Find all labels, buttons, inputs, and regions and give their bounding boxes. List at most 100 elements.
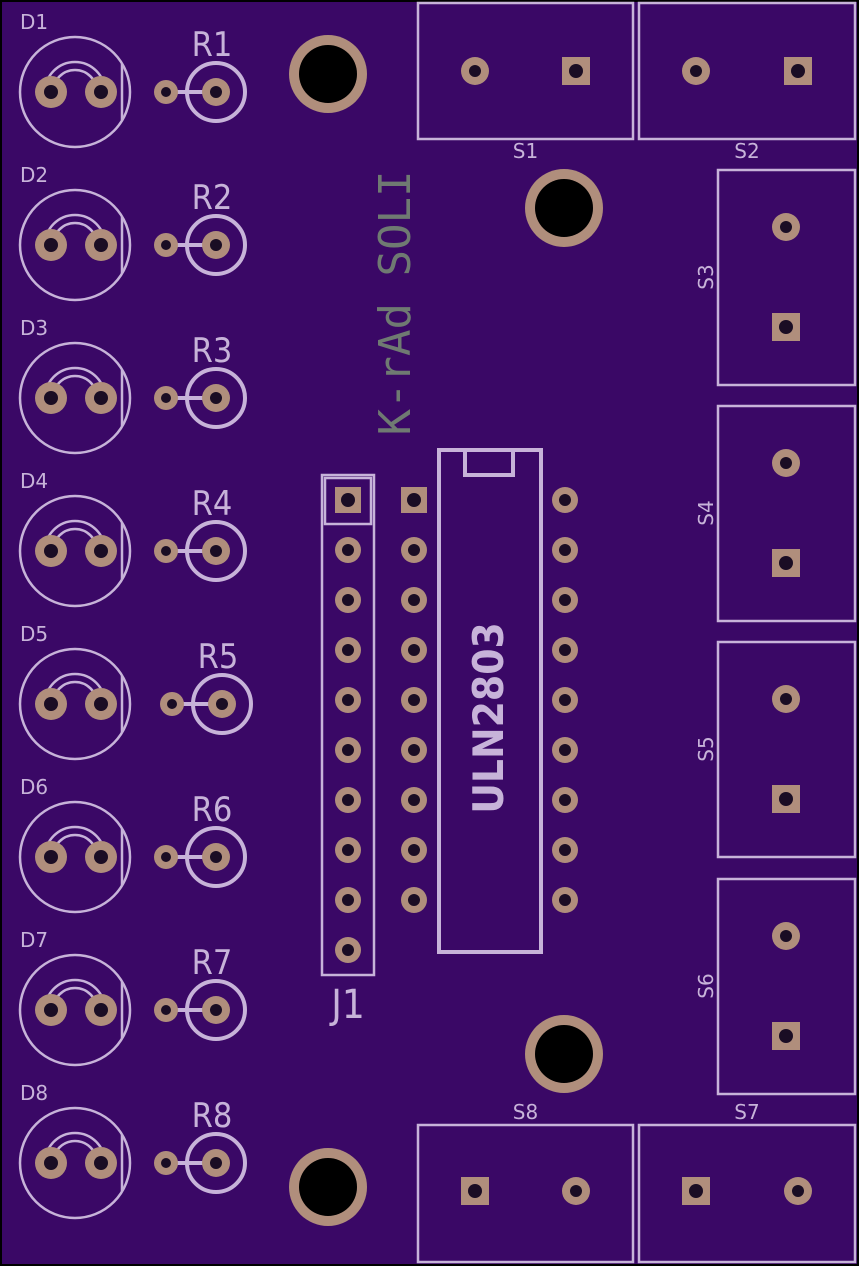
header-outline xyxy=(320,473,376,977)
pad xyxy=(85,994,117,1026)
pad xyxy=(401,687,427,713)
resistor-r5: R5 xyxy=(160,637,253,735)
resistor-r7: R7 xyxy=(154,943,247,1041)
pad xyxy=(202,843,230,871)
connector-label: S6 xyxy=(694,973,718,998)
pad xyxy=(35,76,67,108)
pad-square xyxy=(772,1022,800,1050)
pad xyxy=(35,841,67,873)
pad xyxy=(562,1177,590,1205)
resistor-label: R8 xyxy=(192,1096,233,1136)
resistor-label: R2 xyxy=(192,178,233,218)
resistor-label: R4 xyxy=(192,484,233,524)
pad xyxy=(335,687,361,713)
pad xyxy=(202,1149,230,1177)
pad xyxy=(552,537,578,563)
pad xyxy=(552,837,578,863)
pad xyxy=(552,737,578,763)
pad-square xyxy=(772,313,800,341)
pad xyxy=(772,213,800,241)
header-j1: J1 xyxy=(320,473,376,1028)
pad xyxy=(35,382,67,414)
pad xyxy=(35,229,67,261)
pad xyxy=(335,737,361,763)
ic-notch xyxy=(463,452,515,477)
pad xyxy=(85,76,117,108)
resistor-label: R3 xyxy=(192,331,233,371)
led-label: D8 xyxy=(20,1081,48,1105)
led-d5: D5 xyxy=(18,622,132,761)
pad xyxy=(784,1177,812,1205)
pad xyxy=(552,787,578,813)
pad xyxy=(154,386,178,410)
pad xyxy=(552,887,578,913)
pad xyxy=(772,685,800,713)
pad xyxy=(160,692,184,716)
pad xyxy=(208,690,236,718)
pad xyxy=(401,587,427,613)
pad xyxy=(401,537,427,563)
connector-s8: S8 xyxy=(416,1100,635,1264)
pad xyxy=(85,1147,117,1179)
pad xyxy=(552,637,578,663)
connector-label: S8 xyxy=(513,1100,538,1124)
header-label: J1 xyxy=(329,982,365,1028)
pad xyxy=(202,996,230,1024)
pad xyxy=(154,539,178,563)
resistor-r3: R3 xyxy=(154,331,247,429)
pad xyxy=(335,937,361,963)
pad-square xyxy=(461,1177,489,1205)
led-d3: D3 xyxy=(18,316,132,455)
header-pads xyxy=(335,487,361,963)
pad xyxy=(85,688,117,720)
board-title: K-rAd SOLI xyxy=(370,171,421,436)
ic-outline xyxy=(437,448,543,954)
pad-square xyxy=(682,1177,710,1205)
connector-s6: S6 xyxy=(694,877,857,1096)
pad xyxy=(202,537,230,565)
pad xyxy=(154,233,178,257)
pad xyxy=(154,845,178,869)
pad xyxy=(85,229,117,261)
pad xyxy=(35,1147,67,1179)
led-label: D2 xyxy=(20,163,48,187)
connector-label: S4 xyxy=(694,500,718,525)
led-d1: D1 xyxy=(18,10,132,149)
mounting-hole xyxy=(525,169,603,247)
pad xyxy=(401,737,427,763)
mounting-hole xyxy=(289,1148,367,1226)
connector-s4: S4 xyxy=(694,404,857,623)
pad xyxy=(202,78,230,106)
connector-s5: S5 xyxy=(694,640,857,859)
led-d8: D8 xyxy=(18,1081,132,1220)
pad xyxy=(35,688,67,720)
pad xyxy=(85,382,117,414)
resistor-label: R6 xyxy=(192,790,233,830)
pad xyxy=(461,57,489,85)
resistor-label: R5 xyxy=(198,637,239,677)
pad-square xyxy=(562,57,590,85)
mounting-hole xyxy=(289,35,367,113)
pad xyxy=(154,80,178,104)
pad xyxy=(202,231,230,259)
resistor-r8: R8 xyxy=(154,1096,247,1194)
pad xyxy=(335,837,361,863)
ic-pads xyxy=(401,487,578,913)
pad xyxy=(35,535,67,567)
pad-square xyxy=(772,785,800,813)
pad xyxy=(335,787,361,813)
resistor-r4: R4 xyxy=(154,484,247,582)
led-label: D7 xyxy=(20,928,48,952)
pad-square xyxy=(784,57,812,85)
pad xyxy=(335,537,361,563)
connector-label: S1 xyxy=(513,139,538,163)
pad xyxy=(154,998,178,1022)
connector-label: S7 xyxy=(734,1100,759,1124)
